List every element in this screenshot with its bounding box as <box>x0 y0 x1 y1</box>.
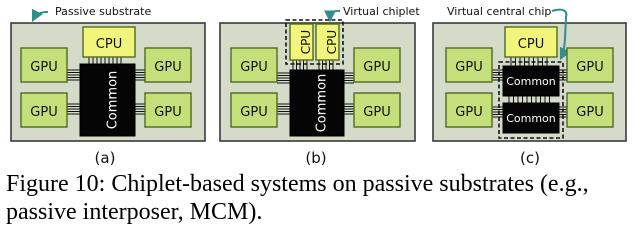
virtual-chiplet-annotation: Virtual chiplet <box>343 5 420 18</box>
gpu-label: GPU <box>30 105 57 120</box>
panel-c: Virtual central chip CPU GPU GPU GPU GPU… <box>432 5 627 167</box>
common-chip-top <box>502 65 560 97</box>
cpu-chip-right <box>315 23 340 61</box>
common-label: Common <box>106 71 121 130</box>
gpu-label: GPU <box>154 60 181 75</box>
gpu-chip-bottom-right <box>566 92 614 128</box>
substrate-arrow <box>31 8 49 23</box>
common-label: Common <box>315 74 330 133</box>
panel-sublabel: (b) <box>305 149 326 167</box>
chiplet-diagram: Passive substrate CPU GPU GPU GPU GPU Co… <box>10 5 627 167</box>
virtual-central-chip-arrow <box>551 8 571 61</box>
common-chip-bottom <box>502 102 560 134</box>
substrate-annotation: Passive substrate <box>55 5 151 18</box>
gpu-chip-top-right <box>353 47 401 83</box>
gpu-chip-top-left <box>20 47 68 83</box>
gpu-chip-bottom-right <box>144 92 192 128</box>
virtual-chiplet-boundary <box>285 19 344 65</box>
panel-sublabel: (a) <box>95 149 116 167</box>
gpu-chip-top-right <box>566 47 614 83</box>
gpu-label: GPU <box>240 60 267 75</box>
gpu-label: GPU <box>363 60 390 75</box>
cpu-label: CPU <box>299 30 313 54</box>
gpu-label: GPU <box>576 60 603 75</box>
gpu-chip-top-left <box>445 47 493 83</box>
cpu-label: CPU <box>518 37 544 52</box>
caption-line-2: passive interposer, MCM). <box>6 199 263 225</box>
wires <box>67 57 145 115</box>
cpu-chip-left <box>289 23 314 61</box>
gpu-label: GPU <box>240 105 267 120</box>
wires <box>492 57 567 118</box>
gpu-chip-bottom-right <box>353 92 401 128</box>
cpu-label: CPU <box>325 30 339 54</box>
gpu-chip-bottom-left <box>230 92 278 128</box>
common-label: Common <box>506 112 556 125</box>
common-chip <box>79 63 136 137</box>
panel-b: Virtual chiplet CPU CPU GPU GPU GPU GPU … <box>219 5 420 167</box>
figure-caption: Figure 10: Chiplet-based systems on pass… <box>6 170 631 226</box>
cpu-chip <box>82 26 136 58</box>
gpu-label: GPU <box>455 60 482 75</box>
gpu-label: GPU <box>30 60 57 75</box>
virtual-chiplet-arrow <box>324 9 341 23</box>
cpu-label: CPU <box>96 37 122 52</box>
panel-sublabel: (c) <box>520 149 540 167</box>
gpu-label: GPU <box>154 105 181 120</box>
wires <box>277 60 354 115</box>
gpu-label: GPU <box>576 105 603 120</box>
gpu-label: GPU <box>455 105 482 120</box>
virtual-central-chip-boundary <box>498 61 564 139</box>
gpu-chip-top-left <box>230 47 278 83</box>
common-label: Common <box>506 75 556 88</box>
gpu-chip-bottom-left <box>20 92 68 128</box>
gpu-chip-bottom-left <box>445 92 493 128</box>
gpu-chip-top-right <box>144 47 192 83</box>
caption-line-1: Figure 10: Chiplet-based systems on pass… <box>6 171 589 197</box>
gpu-label: GPU <box>363 105 390 120</box>
virtual-central-chip-annotation: Virtual central chip <box>447 5 551 18</box>
panel-a: Passive substrate CPU GPU GPU GPU GPU Co… <box>10 5 206 167</box>
common-chip <box>289 69 345 137</box>
cpu-chip <box>504 26 558 58</box>
